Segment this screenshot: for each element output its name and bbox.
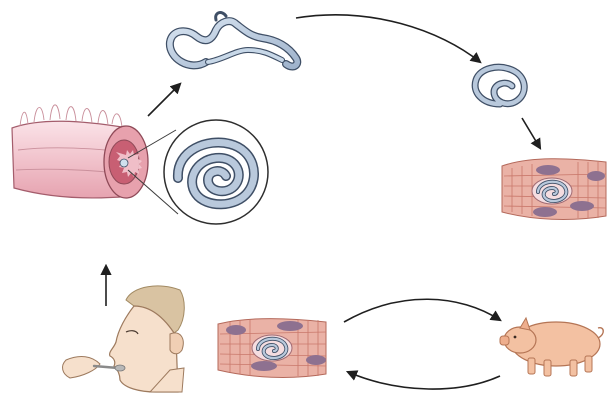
arrow-intestine-to-adult-worm — [148, 84, 180, 116]
muscle-tissue-cyst-right — [502, 159, 606, 220]
magnified-larva-inset — [164, 120, 268, 224]
intestine — [12, 105, 148, 198]
arrow-pig-to-meat — [348, 372, 500, 389]
arrow-larva-to-muscle — [522, 118, 540, 148]
arrow-meat-to-pig — [344, 299, 500, 322]
coiled-larva — [475, 67, 524, 104]
pig-host — [500, 318, 603, 376]
infected-meat-muscle-cyst — [218, 319, 326, 378]
arrow-adult-to-larva — [296, 15, 480, 62]
adult-nematode-worm — [170, 13, 297, 67]
human-eating-meat — [63, 286, 185, 392]
